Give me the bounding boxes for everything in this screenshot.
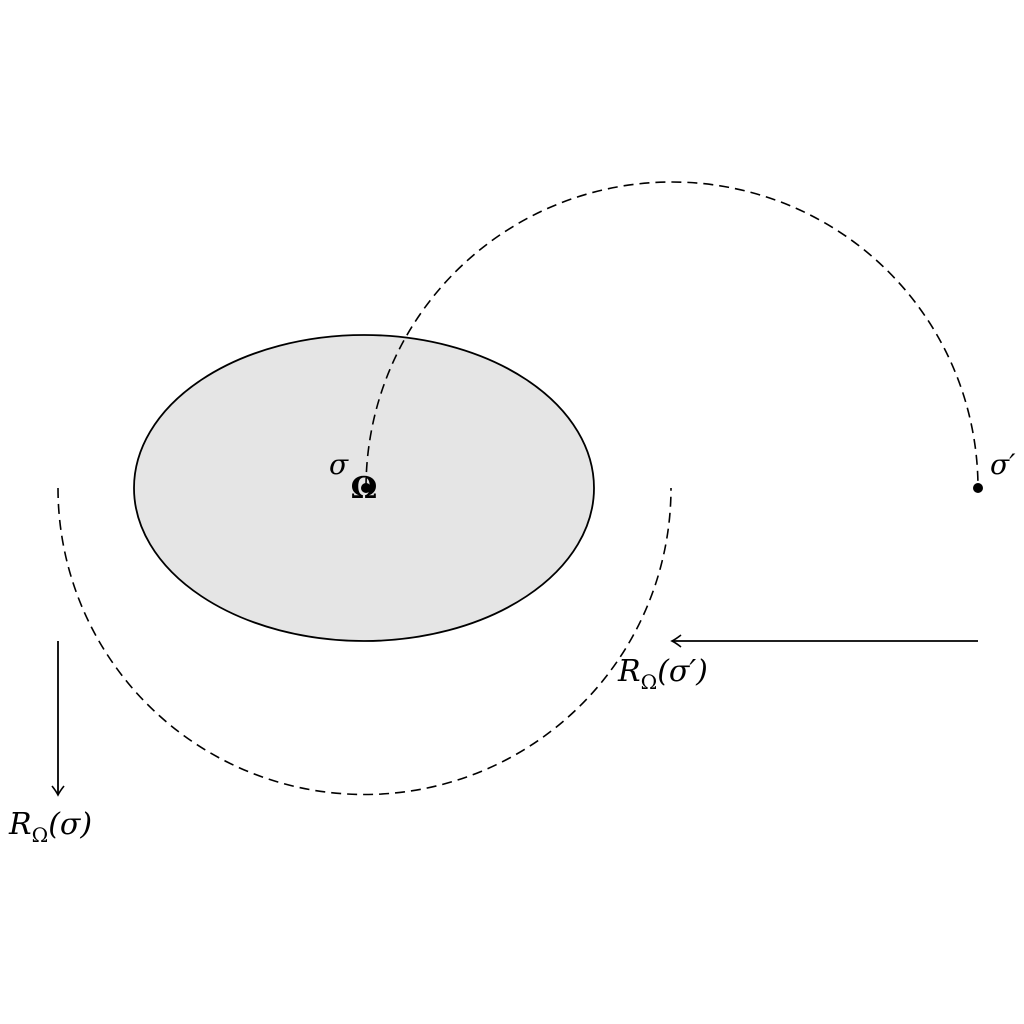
label-r-sigma-arg: (σ): [48, 807, 92, 842]
label-omega: Ω: [351, 471, 378, 506]
label-sigma: σ: [329, 448, 349, 481]
label-r-sigma: RΩ(σ): [8, 807, 92, 847]
label-r-sigma-prime-prefix: R: [617, 654, 641, 689]
point-sigma: [361, 483, 371, 493]
arc-sigma-to-sigma-prime: [365, 181, 979, 489]
label-r-sigma-prefix: R: [8, 807, 32, 842]
label-r-sigma-prime-sub: Ω: [641, 670, 658, 694]
arc-reflection-lower: [57, 487, 672, 796]
point-sigma-prime: [973, 483, 983, 493]
label-r-sigma-sub: Ω: [32, 823, 49, 847]
label-sigma-prime: σ′: [990, 448, 1016, 481]
label-r-sigma-prime: RΩ(σ′): [617, 654, 708, 694]
label-r-sigma-prime-arg: (σ′): [657, 654, 708, 689]
